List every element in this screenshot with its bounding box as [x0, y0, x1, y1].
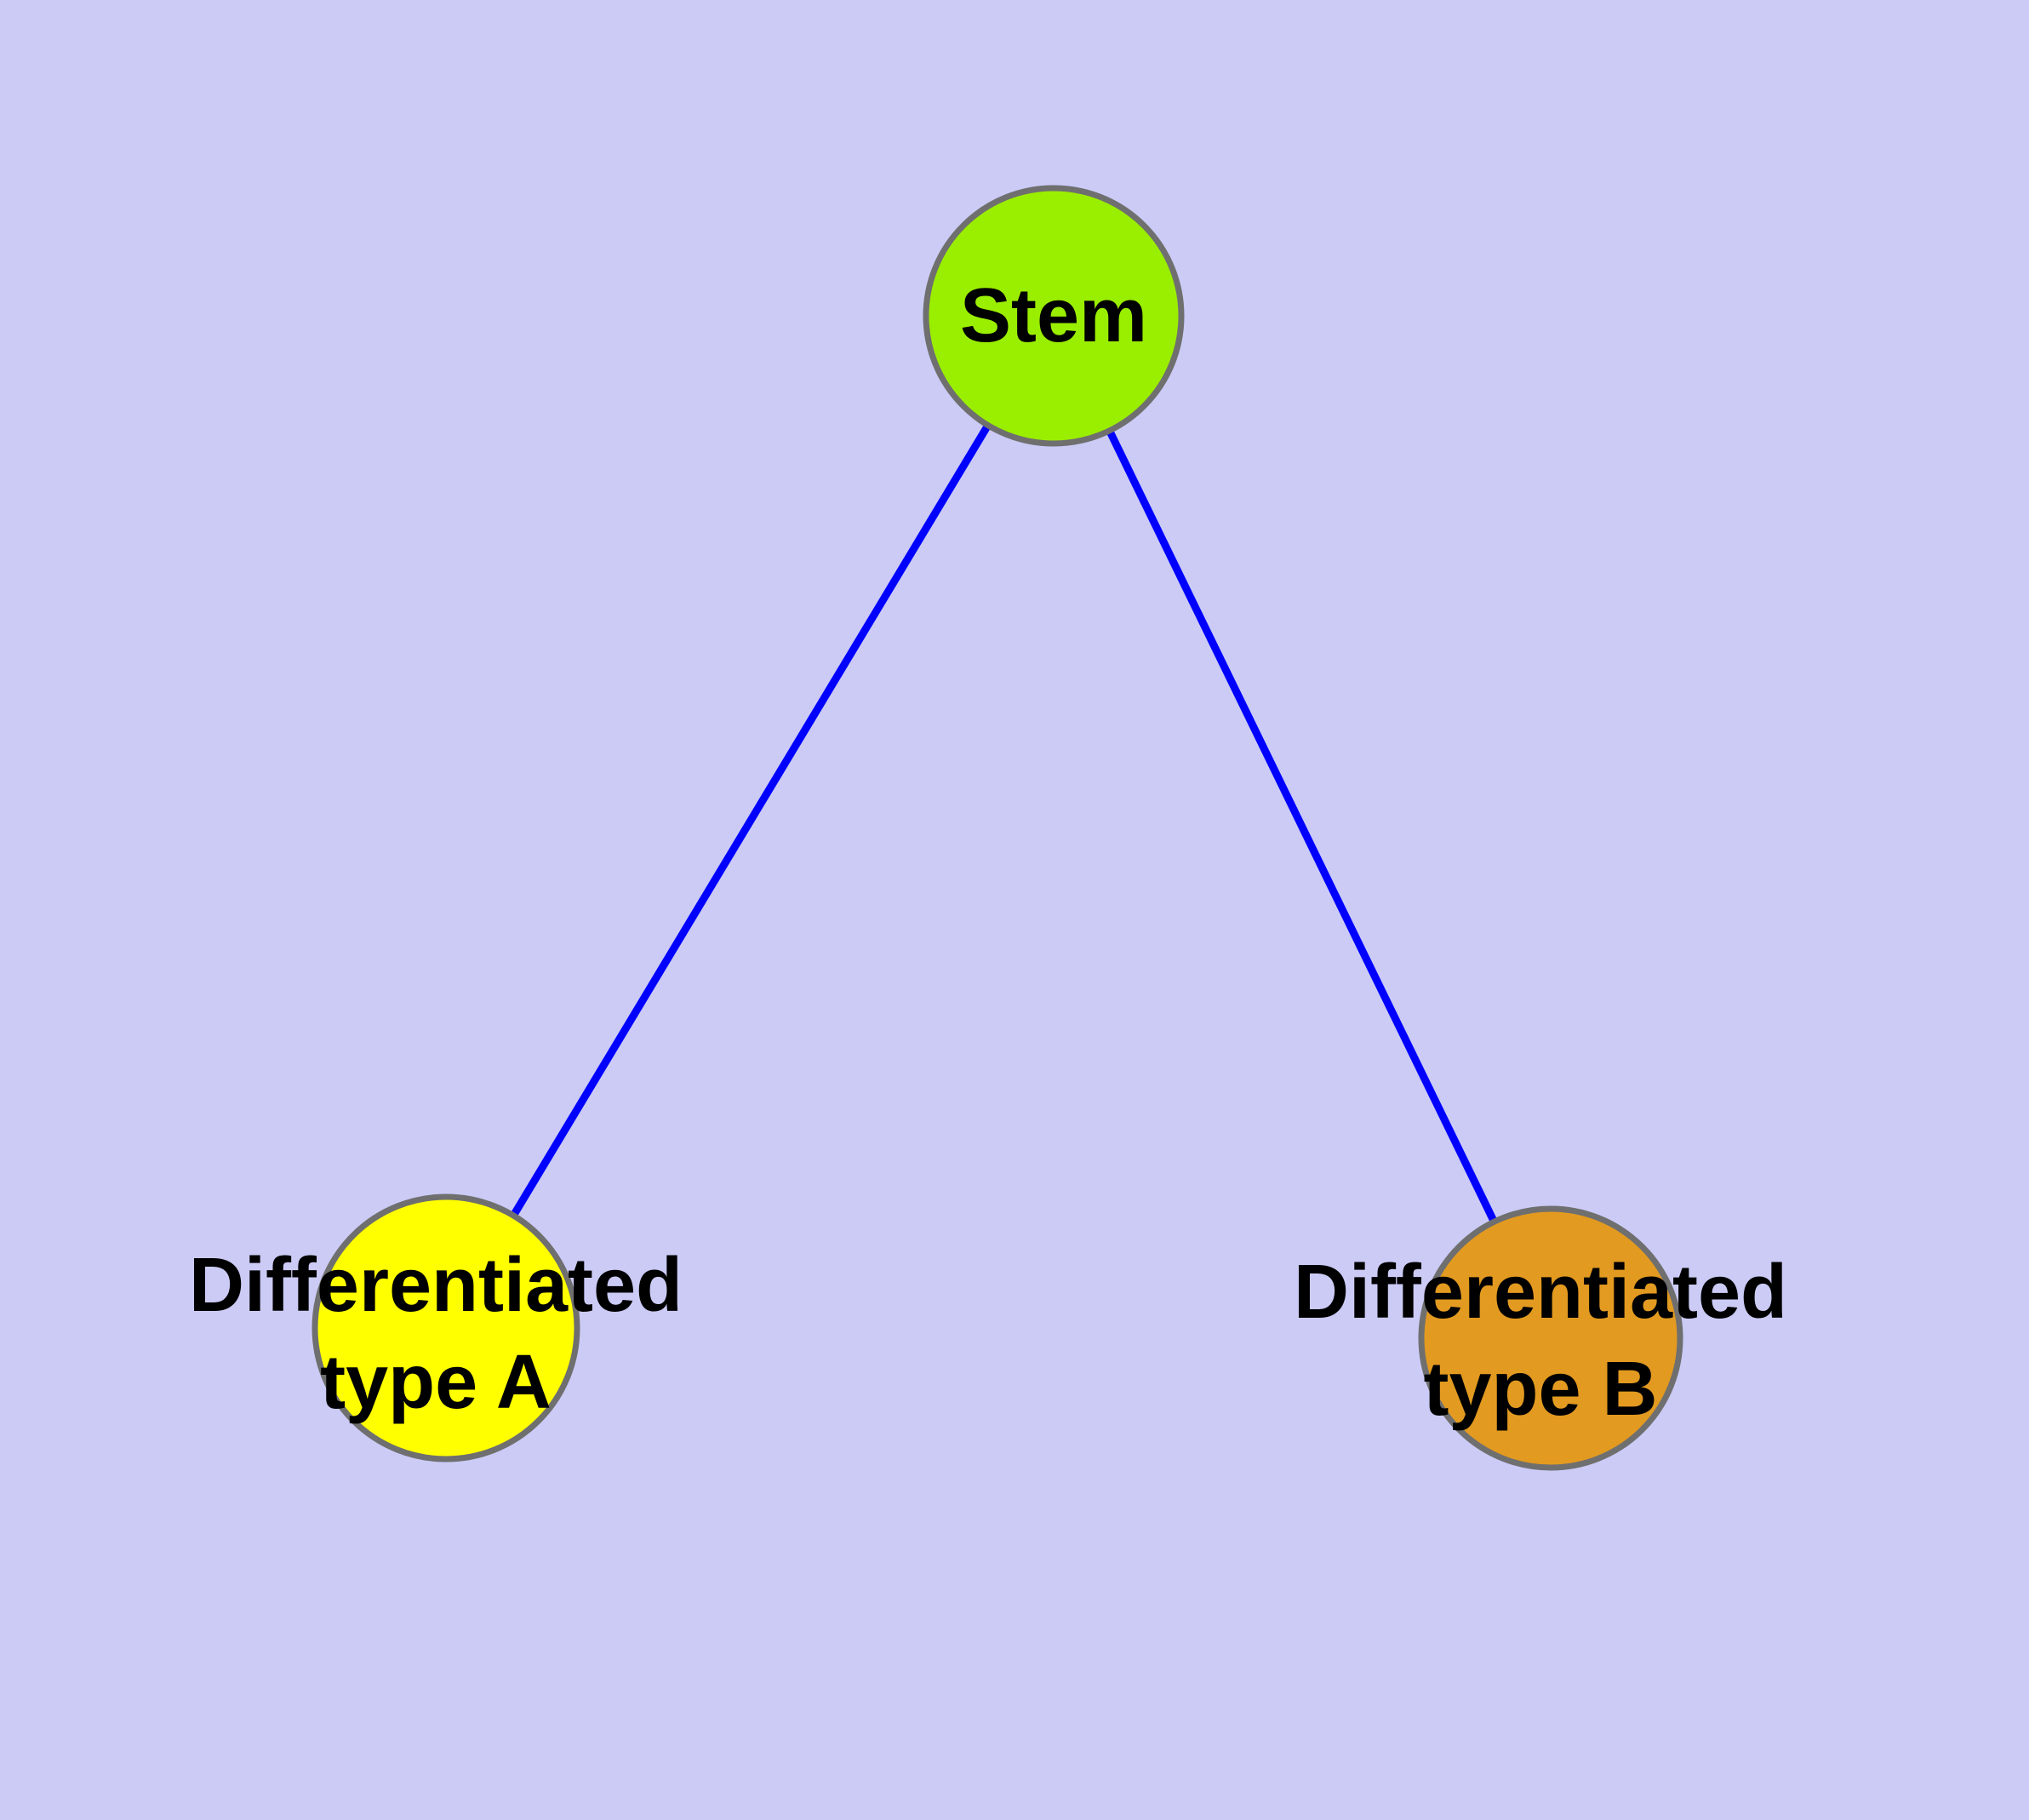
- node-type-b-label-line1: Differentiated: [1294, 1250, 1787, 1335]
- node-type-a-label-line1: Differentiated: [189, 1243, 683, 1328]
- edge-stem-to-type-b: [1049, 314, 1555, 1340]
- node-stem-label: Stem: [960, 273, 1147, 358]
- node-differentiated-type-b: [1418, 1205, 1683, 1471]
- node-type-b-label-line2: type B: [1423, 1347, 1657, 1432]
- edge-stem-to-type-a: [443, 313, 1057, 1331]
- node-stem: [923, 185, 1185, 447]
- node-type-a-label-line2: type A: [320, 1340, 552, 1425]
- node-differentiated-type-a: [311, 1193, 580, 1462]
